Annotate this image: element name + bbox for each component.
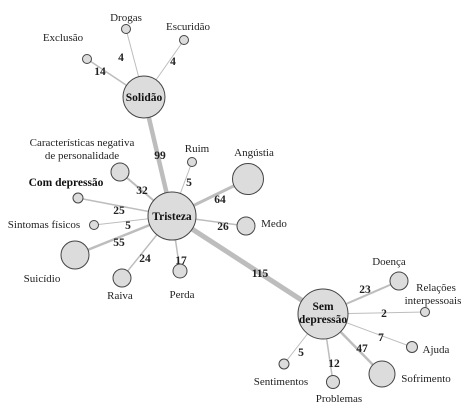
hub-label-solidao: Solidão — [126, 92, 163, 104]
weight-ruim: 5 — [186, 177, 192, 189]
node-angustia[interactable] — [232, 163, 264, 195]
node-ajuda[interactable] — [406, 341, 418, 353]
weight-com-depressao: 25 — [113, 205, 125, 217]
weight-sofrimento: 47 — [356, 343, 368, 355]
node-perda[interactable] — [172, 263, 188, 279]
weight-exclusao: 14 — [94, 66, 106, 78]
label-sofrimento: Sofrimento — [401, 373, 451, 385]
weight-ajuda: 7 — [378, 332, 384, 344]
weight-escuridao: 4 — [170, 56, 176, 68]
nodes — [60, 24, 430, 389]
node-com-depressao[interactable] — [72, 192, 84, 204]
node-sentimentos[interactable] — [278, 358, 290, 370]
weight-relacoes: 2 — [381, 308, 387, 320]
label-raiva: Raiva — [107, 290, 133, 302]
label-com-depressao: Com depressão — [29, 177, 104, 189]
node-exclusao[interactable] — [82, 54, 92, 64]
hub-label-tristeza: Tristeza — [152, 211, 192, 223]
label-drogas: Drogas — [110, 12, 142, 24]
label-caracteristicas-line1: Características negativa — [30, 137, 135, 149]
weight-raiva: 24 — [139, 253, 151, 265]
weight-drogas: 4 — [118, 52, 124, 64]
weight-doenca: 23 — [359, 284, 371, 296]
label-suicidio: Suicídio — [24, 273, 61, 285]
node-solidao[interactable] — [122, 75, 166, 119]
weight-problemas: 12 — [328, 358, 340, 370]
edges — [74, 28, 426, 383]
label-escuridao: Escuridão — [166, 21, 210, 33]
edge-tristeza-sem-depressao — [170, 213, 325, 317]
weight-solidao: 99 — [154, 150, 166, 162]
node-relacoes[interactable] — [420, 307, 430, 317]
weight-medo: 26 — [217, 221, 229, 233]
label-problemas: Problemas — [316, 393, 362, 405]
node-drogas[interactable] — [121, 24, 131, 34]
weight-sentimentos: 5 — [298, 347, 304, 359]
label-sentimentos: Sentimentos — [254, 376, 308, 388]
label-ajuda: Ajuda — [423, 344, 450, 356]
hub-label-sem-depressao-line1: Sem — [312, 301, 334, 313]
node-raiva[interactable] — [112, 268, 132, 288]
weight-sintomas: 5 — [125, 220, 131, 232]
node-caracteristicas[interactable] — [110, 162, 130, 182]
weight-suicidio: 55 — [113, 237, 125, 249]
weight-angustia: 64 — [214, 194, 226, 206]
label-ruim: Ruim — [185, 143, 210, 155]
label-relacoes-line2: interpessoais — [405, 295, 462, 307]
label-caracteristicas-line2: de personalidade — [45, 150, 119, 162]
label-medo: Medo — [261, 218, 287, 230]
label-sintomas: Sintomas físicos — [8, 219, 80, 231]
node-problemas[interactable] — [326, 375, 340, 389]
label-perda: Perda — [169, 289, 194, 301]
node-medo[interactable] — [236, 216, 256, 236]
label-angustia: Angústia — [234, 147, 274, 159]
node-escuridao[interactable] — [179, 35, 189, 45]
weight-caracteristicas: 32 — [136, 185, 148, 197]
label-relacoes-line1: Relações — [416, 282, 456, 294]
hub-label-sem-depressao-line2: depressão — [299, 314, 348, 326]
label-doenca: Doença — [372, 256, 406, 268]
node-ruim[interactable] — [187, 157, 197, 167]
node-tristeza[interactable] — [147, 191, 197, 241]
node-sem-depressao[interactable] — [297, 288, 349, 340]
node-suicidio[interactable] — [60, 240, 90, 270]
node-doenca[interactable] — [389, 271, 409, 291]
label-exclusao: Exclusão — [43, 32, 84, 44]
weight-sem-depressao: 115 — [252, 268, 269, 280]
node-sintomas[interactable] — [89, 220, 99, 230]
node-sofrimento[interactable] — [368, 360, 396, 388]
weight-perda: 17 — [175, 255, 187, 267]
